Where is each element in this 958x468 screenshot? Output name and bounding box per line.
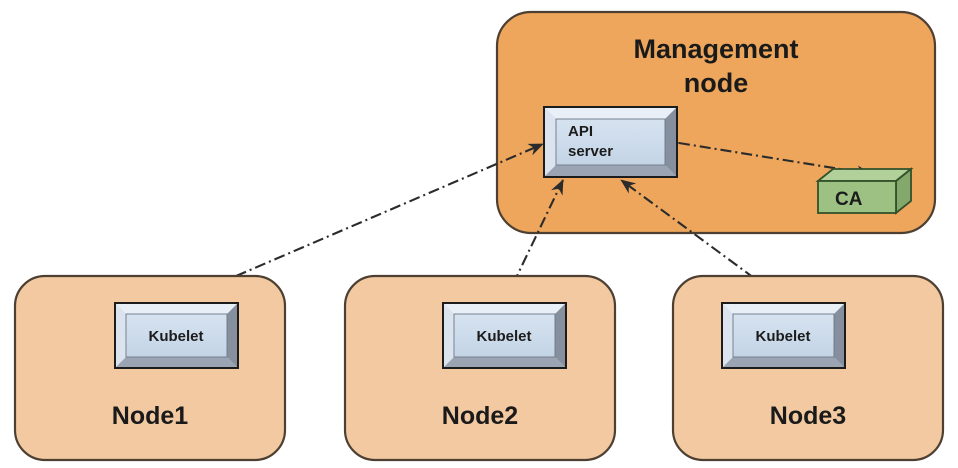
node3-kubelet-bevel-right [834, 304, 844, 367]
connector-api-server-to-node1-kubelet[interactable] [162, 143, 544, 313]
management-node-title-line2: node [684, 68, 749, 98]
ca-box[interactable]: CA [815, 167, 914, 215]
node3-kubelet-label: Kubelet [755, 328, 810, 345]
api-server-face [555, 118, 666, 166]
connector-api-server-to-node3-kubelet[interactable] [620, 179, 804, 317]
node3-title: Node3 [770, 402, 846, 430]
api-server-bevel-bottom [545, 165, 676, 176]
api-server-bevel-left [545, 108, 556, 176]
ca-label: CA [835, 189, 863, 210]
node1-kubelet-bevel-top [116, 304, 237, 314]
node3-kubelet-bevel-top [723, 304, 844, 314]
worker-node-node1[interactable]: Node1 Kubelet [13, 274, 287, 462]
node1-kubelet-bevel-left [116, 304, 126, 367]
node3-kubelet-face [732, 313, 835, 358]
node2-kubelet-bevel-left [444, 304, 454, 367]
node1-kubelet-bevel-right [227, 304, 237, 367]
node1-kubelet-box[interactable]: Kubelet [114, 302, 239, 369]
node2-kubelet-box[interactable]: Kubelet [442, 302, 567, 369]
node1-title: Node1 [112, 402, 189, 430]
api-server-box[interactable]: API server [543, 106, 678, 178]
api-server-label-line2: server [568, 143, 613, 160]
worker-node-node2[interactable]: Node2 Kubelet [343, 274, 617, 462]
worker-node-node3[interactable]: Node3 Kubelet [671, 274, 945, 462]
node1-kubelet-label: Kubelet [148, 328, 203, 345]
node2-kubelet-bevel-right [555, 304, 565, 367]
api-server-bevel-right [665, 108, 676, 176]
node2-kubelet-label: Kubelet [476, 328, 531, 345]
node1-kubelet-face [125, 313, 228, 358]
node2-kubelet-face [453, 313, 556, 358]
node3-kubelet-bevel-left [723, 304, 733, 367]
node3-kubelet-bevel-bottom [723, 357, 844, 367]
node2-title: Node2 [442, 402, 518, 430]
node1-kubelet-bevel-bottom [116, 357, 237, 367]
api-server-label-line1: API [568, 123, 593, 140]
node2-kubelet-bevel-top [444, 304, 565, 314]
api-server-bevel-top [545, 108, 676, 119]
ca-box-front-face [817, 180, 897, 214]
management-node-title-line1: Management [633, 34, 798, 64]
node2-kubelet-bevel-bottom [444, 357, 565, 367]
node3-kubelet-box[interactable]: Kubelet [721, 302, 846, 369]
